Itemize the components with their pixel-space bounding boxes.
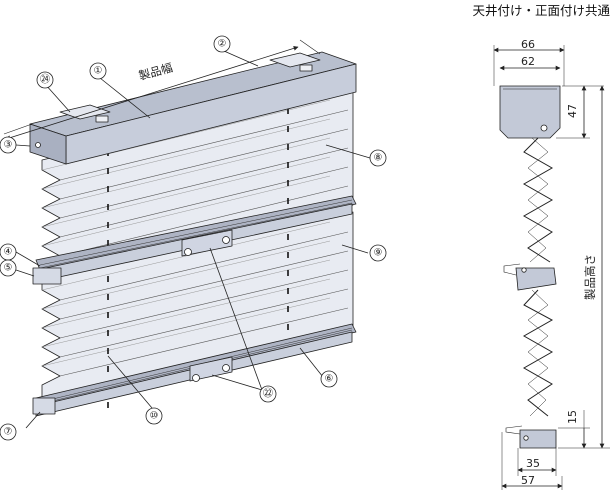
callout-7 bbox=[0, 423, 17, 441]
callout-24 bbox=[36, 71, 54, 89]
callout-9 bbox=[369, 244, 387, 262]
callout-7-label: ⑦ bbox=[4, 427, 13, 438]
callout-3-label: ③ bbox=[4, 140, 13, 151]
dim-66: 66 bbox=[521, 38, 535, 51]
callout-8 bbox=[369, 149, 387, 167]
callout-22-label: ㉒ bbox=[263, 388, 273, 400]
callout-2 bbox=[213, 35, 231, 53]
callout-24-label: ㉔ bbox=[40, 74, 50, 86]
perspective-view bbox=[3, 39, 371, 429]
callout-6-label: ⑥ bbox=[325, 374, 334, 385]
dim-15: 15 bbox=[566, 410, 579, 424]
callout-1 bbox=[89, 62, 107, 80]
callout-2-label: ② bbox=[218, 39, 227, 50]
leader-lines bbox=[15, 50, 371, 429]
lift-cords bbox=[107, 108, 289, 410]
callout-10-label: ⑩ bbox=[150, 411, 159, 422]
dim-57: 57 bbox=[521, 474, 535, 487]
part-callouts bbox=[0, 35, 387, 441]
callout-9-label: ⑨ bbox=[374, 248, 383, 259]
callout-4-label: ④ bbox=[4, 247, 13, 258]
callout-22 bbox=[259, 385, 277, 403]
callout-10 bbox=[145, 407, 163, 425]
dim-35: 35 bbox=[526, 457, 540, 470]
product-width-label: 製品幅 bbox=[137, 60, 174, 82]
mid-rail bbox=[32, 195, 357, 285]
callout-5 bbox=[0, 259, 17, 277]
callout-8-label: ⑧ bbox=[374, 153, 383, 164]
callout-5-label: ⑤ bbox=[4, 263, 13, 274]
side-view bbox=[493, 45, 610, 490]
product-height-label: 製品高さ bbox=[583, 254, 597, 300]
callout-3 bbox=[0, 136, 17, 154]
installation-type-caption: 天井付け・正面付け共通 bbox=[472, 3, 610, 18]
dim-62: 62 bbox=[521, 55, 535, 68]
callout-6 bbox=[320, 370, 338, 388]
callout-1-label: ① bbox=[94, 66, 103, 77]
dim-47: 47 bbox=[566, 104, 579, 118]
